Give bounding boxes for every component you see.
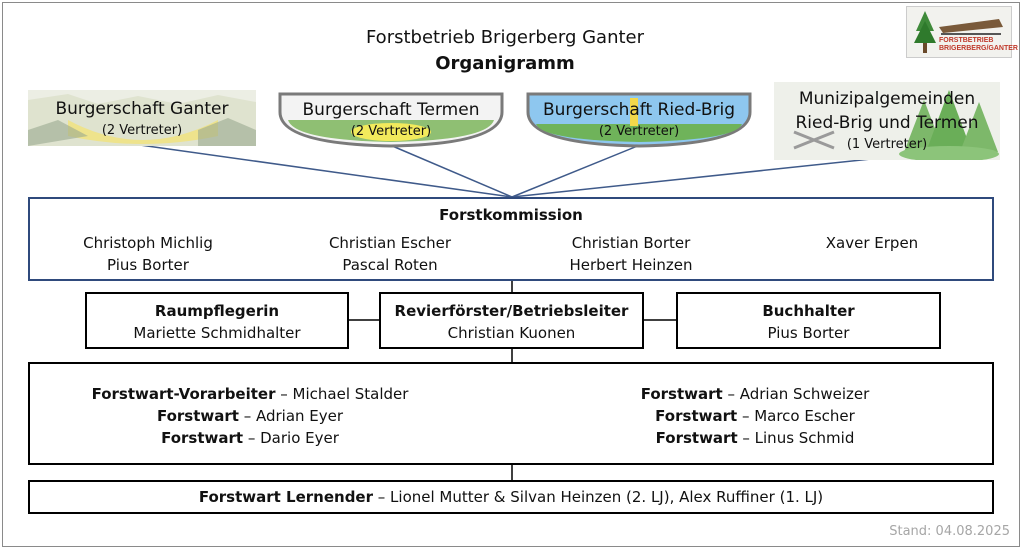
crest-munizipal-icon [793,90,999,160]
connector-munizipal [511,156,891,198]
staff-role: Forstwart [161,429,244,447]
role-left-title: Raumpflegerin [154,302,280,320]
crest-munizipal [774,82,1000,160]
crest-ganter-icon [28,94,256,146]
staff-role: Forstwart [156,407,239,425]
commission-member: Xaver Erpen [825,234,919,252]
crest-ganter [28,90,256,146]
staff-role: Forstwart [655,407,738,425]
staff-role: Forstwart [640,385,723,403]
commission-member: Herbert Heinzen [569,256,693,274]
staff-role: Forstwart-Vorarbeiter [91,385,276,403]
commission-title: Forstkommission [439,206,583,224]
role-center-name: Christian Kuonen [447,324,576,342]
role-box-left: Raumpflegerin Mariette Schmidhalter [85,292,349,349]
staff-name: – Adrian Schweizer [722,385,870,403]
role-left-name: Mariette Schmidhalter [133,324,301,342]
commission-member: Christoph Michlig [83,234,213,252]
staff-left-list: Forstwart-Vorarbeiter – Michael Stalder … [30,383,470,449]
staff-row: Forstwart – Dario Eyer [30,427,470,449]
commission-member: Christian Escher [328,234,452,252]
staff-name: – Michael Stalder [275,385,409,403]
body-termen-name: Burgerschaft Termen [302,100,480,120]
body-ganter-name: Burgerschaft Ganter [55,99,229,119]
body-munizipal-name-line1: Munizipalgemeinden [798,89,976,109]
role-center-title: Revierförster/Betriebsleiter [394,302,629,320]
crest-ried-brig [526,92,752,148]
body-munizipal-name-line2: Ried-Brig und Termen [795,113,979,133]
role-box-center: Revierförster/Betriebsleiter Christian K… [379,292,644,349]
body-ried-brig-reps: (2 Vertreter) [598,124,680,139]
body-ried-brig-name: Burgerschaft Ried-Brig [543,100,735,120]
apprentices-role: Forstwart Lernender [198,488,374,506]
tree-icon [914,11,1003,53]
staff-name: – Adrian Eyer [238,407,344,425]
staff-row: Forstwart – Linus Schmid [535,427,975,449]
logo-line1: FORSTBETRIEB [939,37,994,44]
company-logo: FORSTBETRIEB BRIGERBERG/GANTER [906,6,1018,58]
staff-right-list: Forstwart – Adrian Schweizer Forstwart –… [535,383,975,449]
commission-member: Christian Borter [571,234,691,252]
crest-termen-icon [278,92,504,148]
logo-line2: BRIGERBERG/GANTER [939,45,1018,52]
connector-ried-brig [511,144,641,198]
staff-role: Forstwart [655,429,738,447]
staff-name: – Dario Eyer [243,429,339,447]
commission-member: Pius Borter [107,256,189,274]
apprentices-names: – Lionel Mutter & Silvan Heinzen (2. LJ)… [373,488,824,506]
connector-termen [389,144,513,198]
commission-group-4: Xaver Erpen [772,232,972,254]
body-munizipal-reps: (1 Vertreter) [846,137,928,152]
role-right-name: Pius Borter [767,324,850,342]
apprentices-line: Forstwart Lernender – Lionel Mutter & Si… [28,488,994,506]
page-title: Forstbetrieb Brigerberg Ganter [365,27,645,48]
body-termen-reps: (2 Vertreter) [350,124,432,139]
crest-ried-brig-icon [526,92,752,148]
body-ganter-reps: (2 Vertreter) [101,123,183,138]
staff-row: Forstwart – Marco Escher [535,405,975,427]
commission-member: Pascal Roten [342,256,438,274]
staff-row: Forstwart – Adrian Eyer [30,405,470,427]
staff-name: – Marco Escher [737,407,855,425]
staff-row: Forstwart – Adrian Schweizer [535,383,975,405]
page-subtitle: Organigramm [435,53,575,74]
role-box-right: Buchhalter Pius Borter [676,292,941,349]
footer-date: Stand: 04.08.2025 [889,524,1010,539]
staff-box [28,362,994,465]
commission-group-1: Christoph Michlig Pius Borter [48,232,248,276]
commission-box [28,197,994,281]
logo-text: FORSTBETRIEB BRIGERBERG/GANTER [939,37,1018,53]
apprentices-box [28,480,994,514]
commission-group-3: Christian Borter Herbert Heinzen [531,232,731,276]
role-right-title: Buchhalter [762,302,855,320]
commission-group-2: Christian Escher Pascal Roten [290,232,490,276]
connector-ganter [139,144,513,198]
crest-termen [278,92,504,148]
staff-name: – Linus Schmid [737,429,855,447]
staff-row: Forstwart-Vorarbeiter – Michael Stalder [30,383,470,405]
